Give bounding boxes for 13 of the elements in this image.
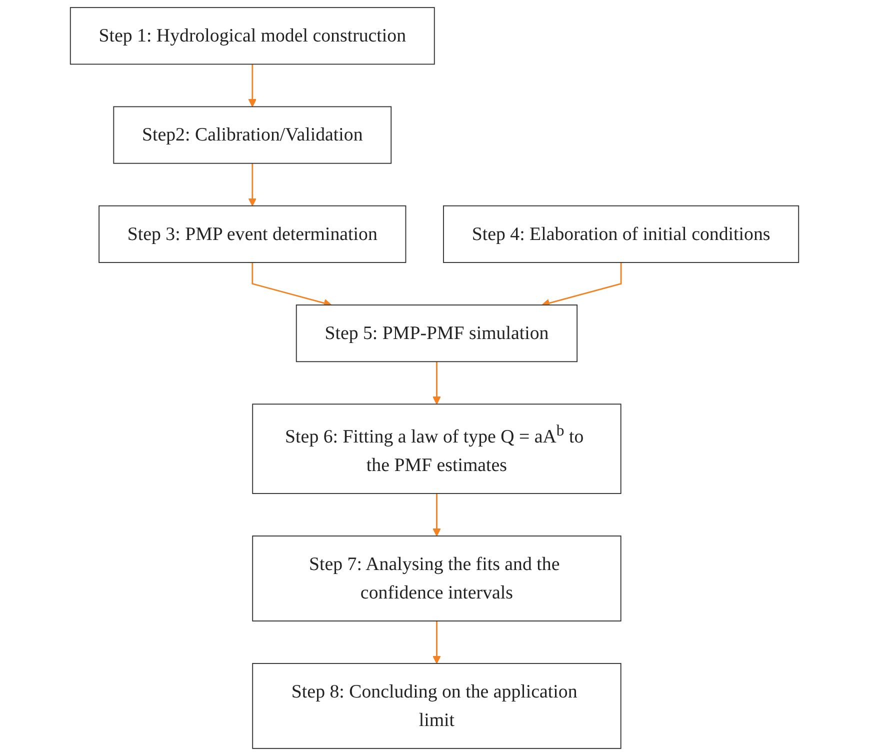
arrow	[432, 620, 441, 664]
node-box: Step2: Calibration/Validation	[113, 106, 392, 164]
arrow	[432, 494, 441, 536]
arrow	[248, 163, 257, 206]
node-box: Step 4: Elaboration of initial conditions	[443, 205, 800, 263]
node-box: Step 1: Hydrological model construction	[70, 7, 435, 65]
node-box: Step 5: PMP-PMF simulation	[296, 304, 578, 362]
node-box: Step 8: Concluding on the application limit	[252, 663, 622, 749]
node-box: Step 3: PMP event determination	[98, 205, 406, 263]
arrow	[432, 362, 441, 404]
node-box: Step 6: Fitting a law of type Q = aA$^{b}$ to the PMF estimates	[252, 404, 622, 494]
node-box: Step 7: Analysing the fits and the confidence intervals	[252, 536, 622, 622]
arrow	[248, 64, 257, 108]
